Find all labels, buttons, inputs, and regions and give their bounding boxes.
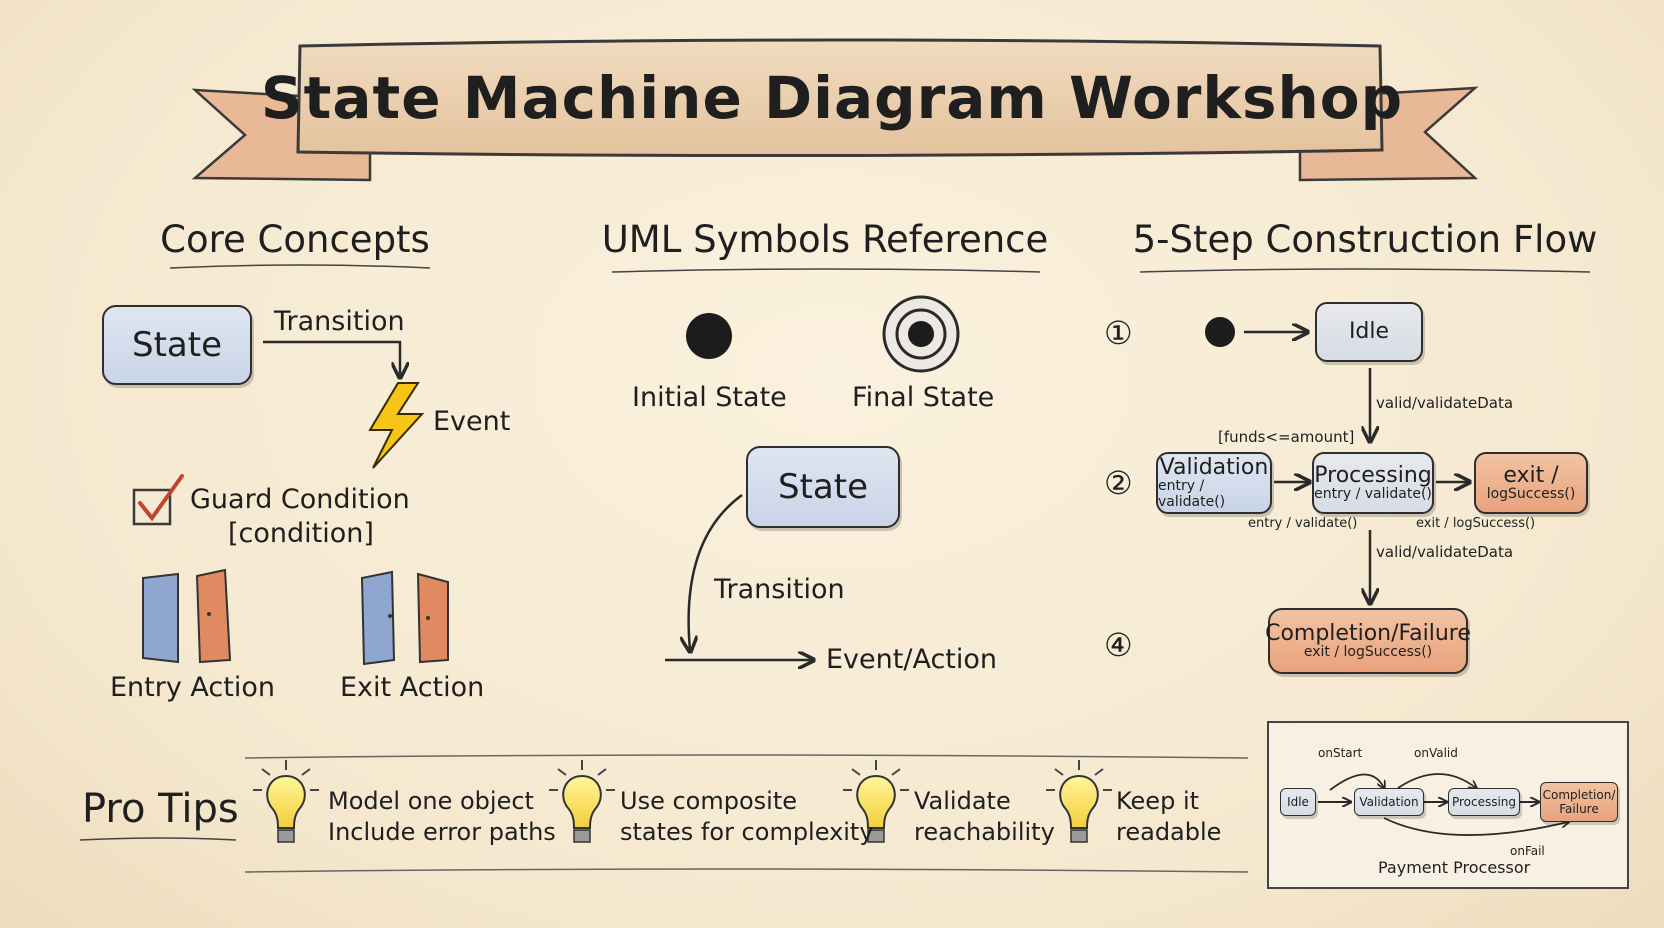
- section-heading-core: Core Concepts: [160, 218, 430, 261]
- uml-event-action-label: Event/Action: [826, 644, 998, 675]
- final-state-label: Final State: [852, 382, 995, 413]
- lightbulb-icon: [549, 760, 615, 843]
- core-transition-label: Transition: [274, 306, 405, 337]
- lightbulb-icon: [1046, 760, 1112, 843]
- example-processing-state: Processing: [1448, 788, 1520, 816]
- flow-idle-label: Idle: [1348, 319, 1390, 345]
- step-4-marker: ④: [1104, 626, 1133, 664]
- entry-action-label: Entry Action: [110, 672, 275, 703]
- flow-exit-state: exit / logSuccess(): [1474, 452, 1588, 514]
- example-idle-state: Idle: [1280, 788, 1316, 816]
- example-onstart-label: onStart: [1318, 746, 1363, 760]
- example-idle-label: Idle: [1287, 795, 1309, 809]
- page-title: State Machine Diagram Workshop: [260, 64, 1404, 132]
- final-state-icon: [882, 295, 960, 373]
- flow-label-valid-top: valid/validateData: [1376, 394, 1514, 412]
- flow-below-validation: entry / validate(): [1248, 516, 1358, 531]
- core-state-box: State: [102, 305, 252, 385]
- example-validation-state: Validation: [1354, 788, 1424, 816]
- core-event-label: Event: [433, 406, 511, 437]
- tip-line: Keep it: [1116, 787, 1200, 815]
- example-completion-state: Completion/ Failure: [1540, 782, 1618, 822]
- example-processing-label: Processing: [1451, 795, 1517, 809]
- lightbulb-icon: [843, 760, 909, 843]
- checkbox-check-icon: [132, 474, 184, 526]
- section-heading-flow: 5-Step Construction Flow: [1132, 218, 1598, 261]
- section-heading-uml: UML Symbols Reference: [601, 218, 1049, 261]
- uml-state-label: State: [778, 467, 868, 507]
- initial-state-icon: [686, 313, 732, 359]
- tip-line: Validate: [914, 787, 1011, 815]
- flow-validation-state: Validation entry / validate(): [1156, 452, 1272, 514]
- example-completion-label: Completion/: [1542, 788, 1616, 802]
- example-onfail-label: onFail: [1510, 844, 1545, 858]
- guard-condition-syntax: [condition]: [228, 518, 374, 549]
- example-caption: Payment Processor: [1378, 858, 1531, 877]
- title-banner: [191, 38, 1479, 182]
- tip-line: reachability: [914, 818, 1055, 846]
- flow-validation-label: Validation: [1159, 455, 1269, 481]
- tip-line: states for complexity: [620, 818, 874, 846]
- flow-processing-label: Processing: [1314, 462, 1432, 488]
- exit-action-label: Exit Action: [340, 672, 485, 703]
- guard-condition-label: Guard Condition: [190, 484, 410, 515]
- tip-item: Model one object Include error paths: [328, 786, 556, 848]
- flow-below-exit: exit / logSuccess(): [1416, 516, 1536, 531]
- flow-guard-label: [funds<=amount]: [1218, 428, 1355, 446]
- flow-exit-label: exit /: [1503, 462, 1559, 488]
- pro-tips-heading: Pro Tips: [82, 786, 239, 832]
- core-state-label: State: [132, 325, 222, 365]
- flow-processing-state: Processing entry / validate(): [1312, 452, 1434, 514]
- tip-line: readable: [1116, 818, 1222, 846]
- flow-idle-state: Idle: [1315, 302, 1423, 362]
- tip-line: Include error paths: [328, 818, 556, 846]
- initial-state-label: Initial State: [632, 382, 787, 413]
- flow-processing-sub: entry / validate(): [1314, 485, 1432, 502]
- flow-label-valid-bottom: valid/validateData: [1376, 543, 1514, 561]
- tip-item: Use composite states for complexity: [620, 786, 874, 848]
- door-icon: [360, 570, 449, 666]
- tip-item: Keep it readable: [1116, 786, 1221, 848]
- tip-line: Model one object: [328, 787, 534, 815]
- lightning-bolt-icon: [368, 382, 425, 469]
- example-onvalid-label: onValid: [1414, 746, 1458, 760]
- tip-line: Use composite: [620, 787, 797, 815]
- tip-item: Validate reachability: [914, 786, 1055, 848]
- uml-transition-label: Transition: [714, 574, 845, 605]
- lightbulb-icon: [253, 760, 319, 843]
- flow-completion-label: Completion/Failure: [1265, 620, 1471, 646]
- flow-completion-state: Completion/Failure exit / logSuccess(): [1265, 608, 1471, 674]
- uml-state-box: State: [746, 446, 900, 528]
- step-2-marker: ②: [1104, 464, 1133, 502]
- flow-completion-sub: exit / logSuccess(): [1303, 643, 1433, 660]
- step-1-marker: ①: [1104, 314, 1133, 352]
- flow-validation-sub: entry / validate(): [1158, 478, 1226, 510]
- door-icon: [142, 568, 232, 664]
- example-completion-label-2: Failure: [1559, 802, 1599, 816]
- flow-exit-sub: logSuccess(): [1486, 485, 1576, 502]
- example-validation-label: Validation: [1359, 795, 1419, 809]
